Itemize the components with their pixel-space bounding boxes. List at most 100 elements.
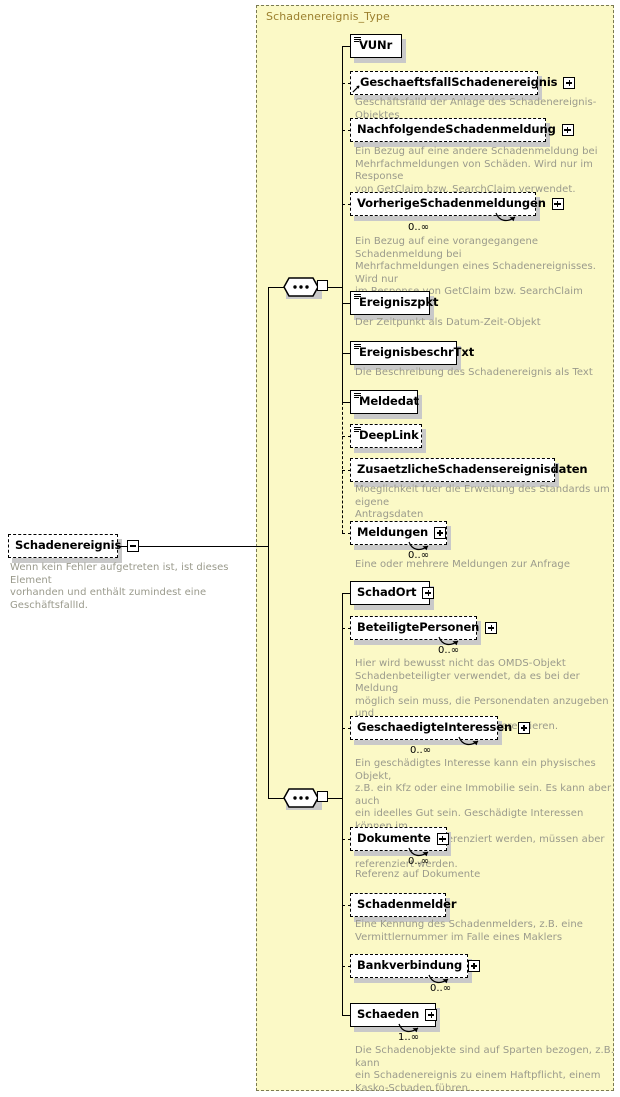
expand-plus-icon[interactable] [561, 124, 574, 136]
element-doc-dokumente: Referenz auf Dokumente [355, 869, 481, 880]
element-doc-schadenereignis: Wenn kein Fehler aufgetreten ist, ist di… [10, 562, 229, 611]
element-schadort[interactable]: SchadOrt [350, 581, 435, 610]
repeat-indicator-icon [408, 847, 429, 857]
element-doc-geschaeftsfallschadenereignis: Geschäftsfalld der Anlage des Schadenere… [355, 97, 597, 121]
node-frame[interactable]: NachfolgendeSchadenmeldung [350, 118, 574, 142]
element-label: ZusaetzlicheSchadensereignisdaten [357, 462, 588, 477]
connector-beteiligtepersonen [342, 628, 351, 629]
expand-plus-icon[interactable] [518, 722, 531, 734]
sequence-compositor-1[interactable] [282, 276, 328, 299]
node-frame[interactable]: SchadOrt [350, 581, 435, 605]
expand-plus-icon[interactable] [563, 77, 576, 89]
element-beteiligtepersonen[interactable]: BeteiligtePersonen [350, 616, 498, 645]
connector-trunk [268, 287, 269, 546]
connector-schaeden [342, 1015, 351, 1016]
connector-seq1-in [268, 287, 284, 288]
node-frame[interactable]: VorherigeSchadenmeldungen [350, 192, 564, 216]
node-frame[interactable]: Schadenmelder [350, 893, 457, 917]
node-frame[interactable]: Meldedat [350, 390, 419, 414]
element-schadenmelder[interactable]: Schadenmelder [350, 893, 457, 922]
node-frame[interactable]: Ereigniszpkt [350, 291, 438, 315]
node-frame[interactable]: GeschaedigteInteressen [350, 716, 531, 740]
element-label: Meldedat [359, 394, 419, 409]
element-label: NachfolgendeSchadenmeldung [357, 122, 556, 137]
node-frame[interactable]: Schaeden [350, 1003, 438, 1027]
connector-seq1-out [328, 287, 342, 288]
element-label: Schadenereignis [15, 538, 122, 553]
repeat-indicator-icon [495, 212, 516, 222]
node-frame[interactable]: Meldungen [350, 521, 447, 545]
element-ereignisbeschrtxt[interactable]: EreignisbeschrTxt [350, 341, 474, 370]
element-geschaedigteinteressen[interactable]: GeschaedigteInteressen [350, 716, 531, 745]
node-frame[interactable]: DeepLink [350, 424, 422, 448]
collapse-minus-icon[interactable] [127, 540, 140, 552]
connector-deeplink [342, 436, 351, 437]
element-bankverbindung[interactable]: Bankverbindung [350, 954, 481, 983]
element-zusaetzlicheschadensereignisdaten[interactable]: ZusaetzlicheSchadensereignisdaten [350, 458, 588, 487]
repeat-indicator-icon [458, 736, 479, 746]
element-geschaeftsfallschadenereignis[interactable]: GeschaeftsfallSchadenereignis [350, 71, 576, 100]
element-label: Schaeden [357, 1007, 420, 1022]
element-label: VorherigeSchadenmeldungen [357, 196, 546, 211]
node-frame[interactable]: Dokumente [350, 827, 449, 851]
expand-plus-icon[interactable] [468, 960, 481, 972]
expand-plus-icon[interactable] [422, 587, 435, 599]
cardinality-beteiligtepersonen: 0..∞ [438, 645, 460, 656]
connector-dokumente [342, 839, 351, 840]
connector-seq2-spine-solid-2 [342, 798, 343, 1015]
simple-type-icon [354, 393, 361, 399]
node-frame[interactable]: ZusaetzlicheSchadensereignisdaten [350, 458, 588, 482]
node-frame[interactable]: Bankverbindung [350, 954, 481, 978]
connector-ereigniszpkt [342, 303, 351, 304]
expand-plus-icon[interactable] [551, 198, 564, 210]
element-schaeden[interactable]: Schaeden [350, 1003, 440, 1032]
element-doc-schaeden: Die Schadenobjekte sind auf Sparten bezo… [355, 1045, 614, 1094]
element-doc-schadenmelder: Eine Kennung des Schadenmelders, z.B. ei… [355, 919, 583, 943]
sequence-connector-box [317, 791, 328, 802]
node-frame[interactable]: BeteiligtePersonen [350, 616, 498, 640]
cardinality-vorherigeschadenmeldungen: 0..∞ [408, 222, 430, 233]
sequence-connector-box [317, 280, 328, 291]
simple-type-icon [354, 344, 361, 350]
repeat-indicator-icon [408, 541, 429, 551]
element-label: SchadOrt [357, 585, 417, 600]
element-doc-geschaedigteinteressen: Ein geschädigtes Interesse kann ein phys… [355, 758, 612, 870]
connector-geschaeftsfall [342, 83, 351, 84]
expand-plus-icon[interactable] [436, 833, 449, 845]
element-doc-ereigniszpkt: Der Zeitpunkt als Datum-Zeit-Objekt [355, 317, 541, 328]
element-nachfolgendeschadenmeldung[interactable]: NachfolgendeSchadenmeldung [350, 118, 574, 147]
cardinality-bankverbindung: 0..∞ [430, 983, 452, 994]
node-frame[interactable]: EreignisbeschrTxt [350, 341, 474, 365]
element-label: Dokumente [357, 831, 431, 846]
element-meldungen[interactable]: Meldungen [350, 521, 451, 550]
node-frame[interactable]: Schadenereignis [8, 534, 140, 558]
cardinality-dokumente: 0..∞ [408, 856, 430, 867]
sequence-icon [283, 788, 319, 808]
node-frame[interactable]: GeschaeftsfallSchadenereignis [350, 71, 576, 95]
expand-plus-icon[interactable] [485, 622, 498, 634]
connector-seq2-out [328, 798, 342, 799]
simple-type-icon [354, 37, 361, 43]
expand-plus-icon[interactable] [434, 527, 447, 539]
sequence-compositor-2[interactable] [282, 787, 328, 810]
element-doc-ereignisbeschrtxt: Die Beschreibung des Schadenereignis als… [355, 367, 593, 378]
element-dokumente[interactable]: Dokumente [350, 827, 451, 856]
element-meldedat[interactable]: Meldedat [350, 390, 422, 419]
connector-zusaetzliche [342, 470, 351, 471]
element-ereigniszpkt[interactable]: Ereigniszpkt [350, 291, 438, 320]
element-label: Ereigniszpkt [359, 295, 439, 310]
connector-schadenmelder [342, 905, 351, 906]
element-vorherigeschadenmeldungen[interactable]: VorherigeSchadenmeldungen [350, 192, 564, 221]
type-container-label: Schadenereignis_Type [266, 10, 390, 23]
repeat-indicator-icon [398, 1023, 419, 1033]
connector-vunr [342, 46, 351, 47]
connector-seq1-spine-solid [342, 46, 343, 402]
expand-plus-icon[interactable] [425, 1009, 438, 1021]
element-schadenereignis[interactable]: Schadenereignis [8, 534, 140, 563]
element-vunr[interactable]: VUNr [350, 34, 406, 63]
node-frame[interactable]: VUNr [350, 34, 402, 58]
element-deeplink[interactable]: DeepLink [350, 424, 426, 453]
element-doc-meldungen: Eine oder mehrere Meldungen zur Anfrage [355, 559, 571, 570]
connector-nachfolgende [342, 130, 351, 131]
